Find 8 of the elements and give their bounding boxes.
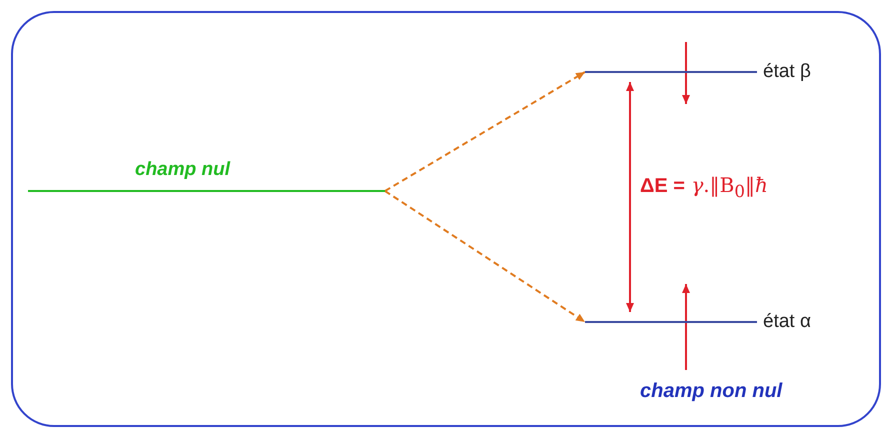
level-label: état β (763, 62, 811, 82)
field-label: champ non nul (640, 380, 782, 403)
level-label: champ nul (135, 160, 230, 180)
arrow (626, 82, 634, 312)
arrow (384, 190, 586, 323)
energy-level (28, 160, 385, 192)
level-label: état α (763, 312, 811, 332)
arrow (384, 71, 586, 192)
